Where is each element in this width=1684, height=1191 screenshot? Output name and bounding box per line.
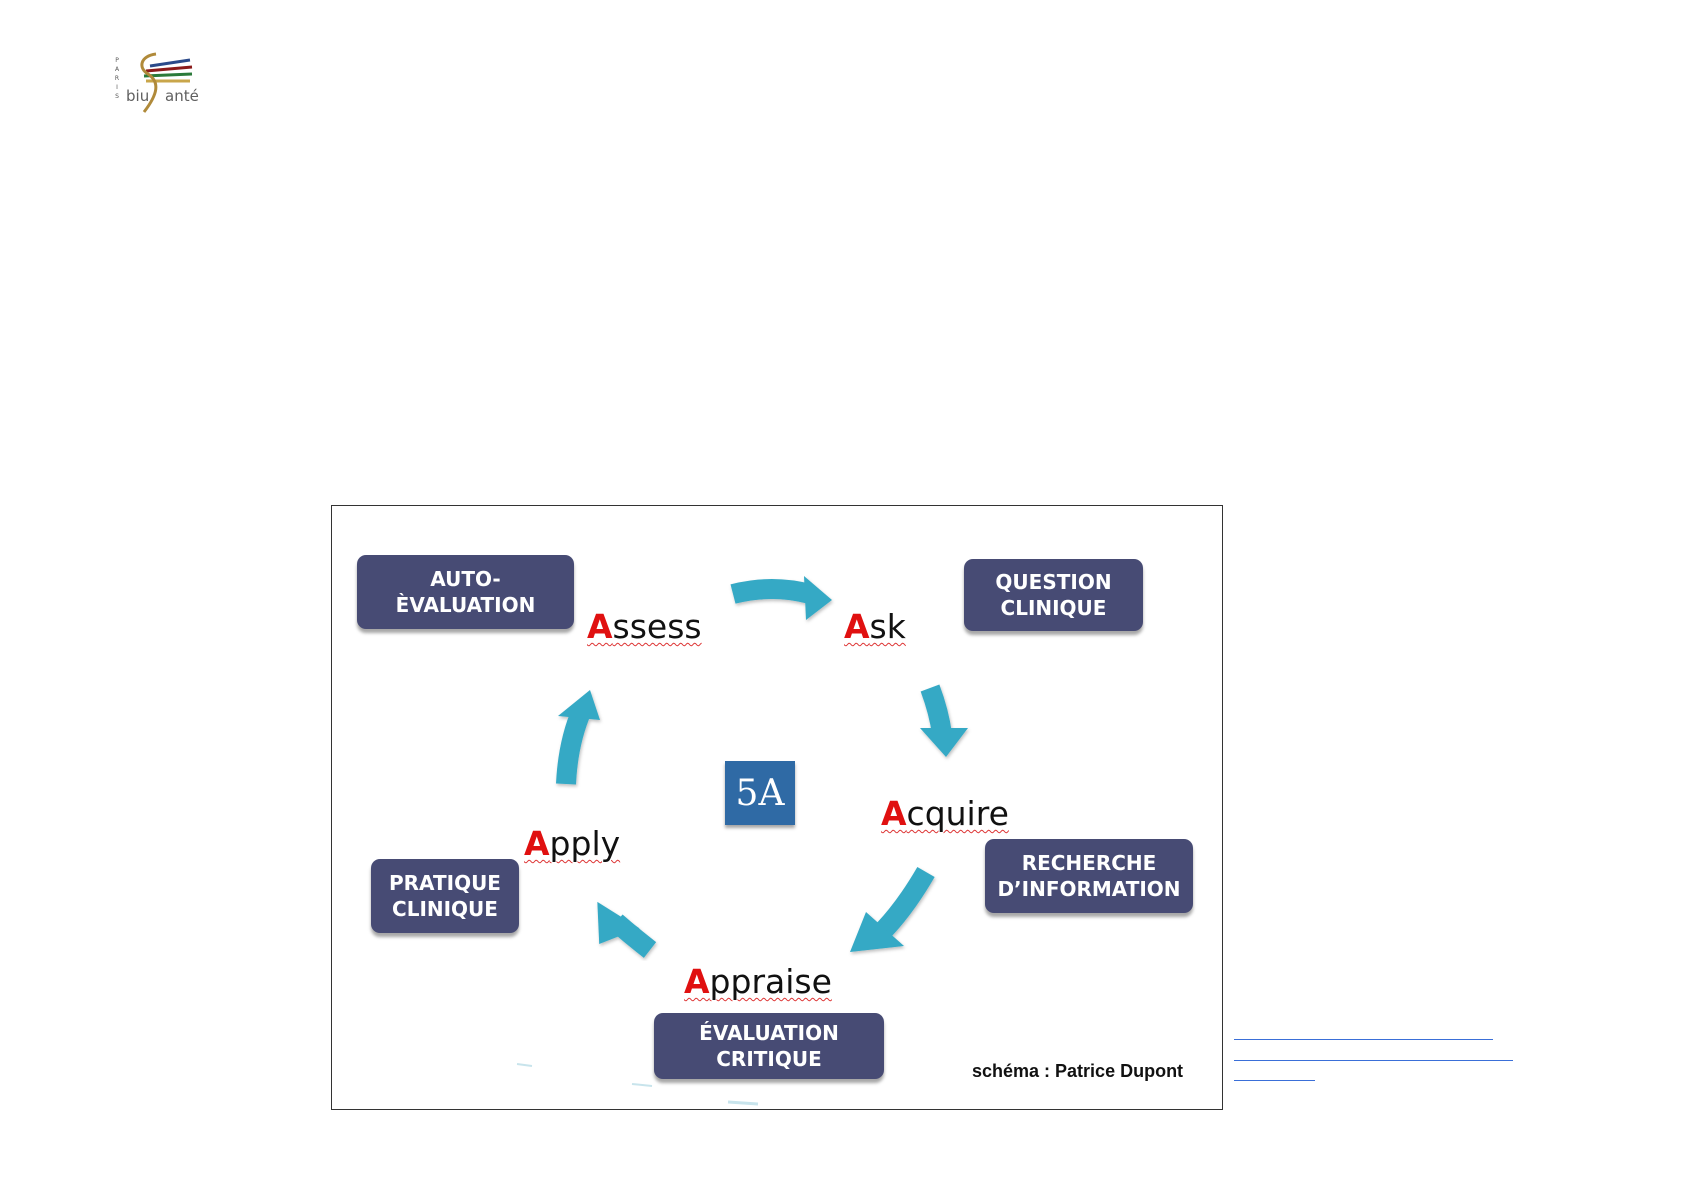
box-recherche-information-line2: D’INFORMATION xyxy=(997,876,1180,902)
label-appraise: Appraise xyxy=(684,962,832,1002)
label-ask-rest: sk xyxy=(870,607,906,646)
figure-credit: schéma : Patrice Dupont xyxy=(972,1061,1183,1082)
label-assess-rest: ssess xyxy=(613,607,702,646)
label-acquire-rest: cquire xyxy=(907,794,1009,833)
arrow-acquire-to-appraise xyxy=(850,872,926,952)
box-question-clinique-line2: CLINIQUE xyxy=(1001,595,1107,621)
logo-biu-text: biu xyxy=(126,87,149,105)
label-assess: Assess xyxy=(587,607,702,647)
label-apply: Apply xyxy=(524,824,620,864)
label-ask-initial: A xyxy=(844,607,870,646)
hyperlink-lines[interactable] xyxy=(1234,1036,1514,1086)
label-apply-initial: A xyxy=(524,824,550,863)
five-a-cycle-figure: AUTO- ÈVALUATION QUESTION CLINIQUE RECHE… xyxy=(331,505,1223,1110)
box-pratique-clinique: PRATIQUE CLINIQUE xyxy=(371,859,519,933)
box-auto-evaluation: AUTO- ÈVALUATION xyxy=(357,555,574,629)
box-question-clinique-line1: QUESTION xyxy=(995,569,1111,595)
box-evaluation-critique: ÉVALUATION CRITIQUE xyxy=(654,1013,884,1079)
box-auto-evaluation-line2: ÈVALUATION xyxy=(396,592,536,618)
link-line-2[interactable] xyxy=(1234,1060,1513,1061)
box-evaluation-critique-line1: ÉVALUATION xyxy=(699,1020,839,1046)
label-appraise-rest: ppraise xyxy=(710,962,832,1001)
arrow-assess-to-ask xyxy=(733,576,832,620)
label-assess-initial: A xyxy=(587,607,613,646)
box-recherche-information-line1: RECHERCHE xyxy=(1022,850,1157,876)
label-appraise-initial: A xyxy=(684,962,710,1001)
box-evaluation-critique-line2: CRITIQUE xyxy=(716,1046,822,1072)
arrow-appraise-to-apply xyxy=(593,897,650,950)
label-apply-rest: pply xyxy=(550,824,621,863)
label-acquire-initial: A xyxy=(881,794,907,833)
logo-graphic xyxy=(112,52,208,116)
box-pratique-clinique-line2: CLINIQUE xyxy=(392,896,498,922)
logo-ante-text: anté xyxy=(165,87,199,105)
label-ask: Ask xyxy=(844,607,906,647)
box-auto-evaluation-line1: AUTO- xyxy=(430,566,500,592)
arrow-apply-to-assess xyxy=(558,690,600,784)
box-question-clinique: QUESTION CLINIQUE xyxy=(964,559,1143,631)
arrow-ask-to-acquire xyxy=(920,688,968,757)
label-acquire: Acquire xyxy=(881,794,1009,834)
box-pratique-clinique-line1: PRATIQUE xyxy=(389,870,501,896)
box-recherche-information: RECHERCHE D’INFORMATION xyxy=(985,839,1193,913)
link-line-3[interactable] xyxy=(1234,1080,1315,1081)
center-5a-badge: 5A xyxy=(725,761,795,825)
link-line-1[interactable] xyxy=(1234,1039,1493,1040)
